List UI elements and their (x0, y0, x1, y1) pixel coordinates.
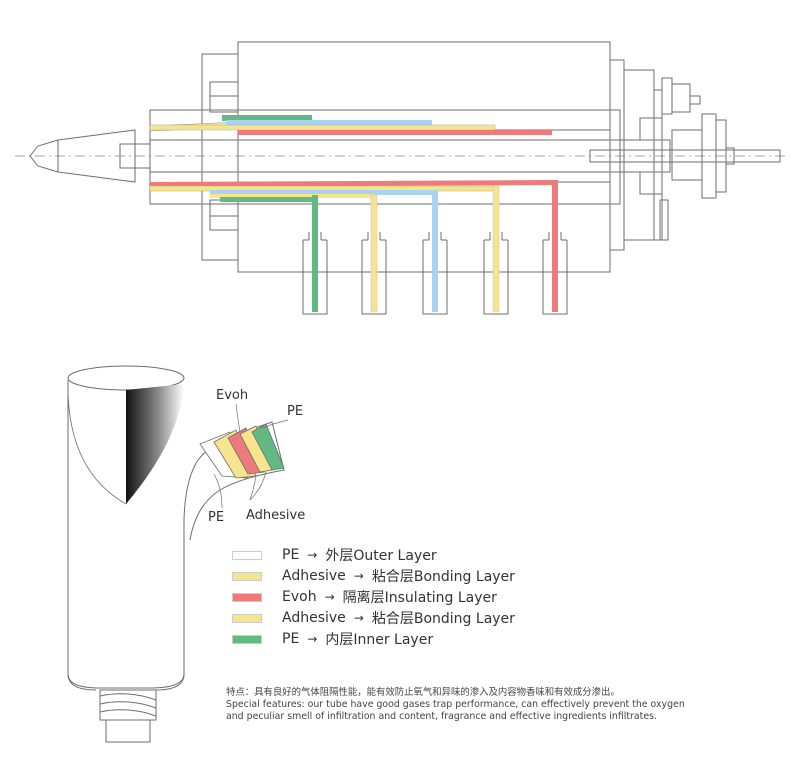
legend-desc: 粘合层Bonding Layer (372, 608, 515, 628)
notes-english-line-2: and peculiar smell of infiltration and c… (226, 711, 786, 723)
feature-notes: 特点：具有良好的气体阻隔性能，能有效防止氧气和异味的渗入及内容物香味和有效成分渗… (226, 687, 786, 723)
arrow-icon: → (307, 632, 317, 646)
feed-channels (303, 180, 567, 314)
legend-layer: Adhesive (282, 568, 346, 584)
legend-swatch (232, 614, 262, 623)
label-pe-top: PE (287, 404, 303, 419)
label-pe-bottom: PE (208, 510, 224, 525)
legend-row: Adhesive → 粘合层Bonding Layer (232, 566, 515, 586)
arrow-icon: → (354, 611, 364, 625)
notes-english-line-1: Special features: our tube have good gas… (226, 699, 786, 711)
legend-row: PE → 外层Outer Layer (232, 545, 437, 565)
legend-desc: 粘合层Bonding Layer (372, 566, 515, 586)
arrow-icon: → (354, 569, 364, 583)
label-evoh: Evoh (216, 388, 248, 403)
legend-layer: PE (282, 547, 299, 563)
legend-swatch (232, 551, 262, 560)
legend-desc: 内层Inner Layer (325, 629, 433, 649)
top-layer-flows (150, 115, 552, 135)
tube-inner-shading (126, 384, 184, 504)
legend-swatch (232, 572, 262, 581)
legend-layer: PE (282, 631, 299, 647)
arrow-icon: → (325, 590, 335, 604)
legend-swatch (232, 635, 262, 644)
label-adhesive: Adhesive (246, 508, 305, 523)
legend-layer: Evoh (282, 589, 317, 605)
legend-desc: 外层Outer Layer (325, 545, 436, 565)
legend-row: PE → 内层Inner Layer (232, 629, 433, 649)
notes-chinese: 特点：具有良好的气体阻隔性能，能有效防止氧气和异味的渗入及内容物香味和有效成分渗… (226, 687, 786, 699)
legend-row: Evoh → 隔离层Insulating Layer (232, 587, 497, 607)
legend-layer: Adhesive (282, 610, 346, 626)
legend-swatch (232, 593, 262, 602)
legend-desc: 隔离层Insulating Layer (343, 587, 497, 607)
arrow-icon: → (307, 548, 317, 562)
die-head-outline (30, 42, 780, 272)
legend-row: Adhesive → 粘合层Bonding Layer (232, 608, 515, 628)
